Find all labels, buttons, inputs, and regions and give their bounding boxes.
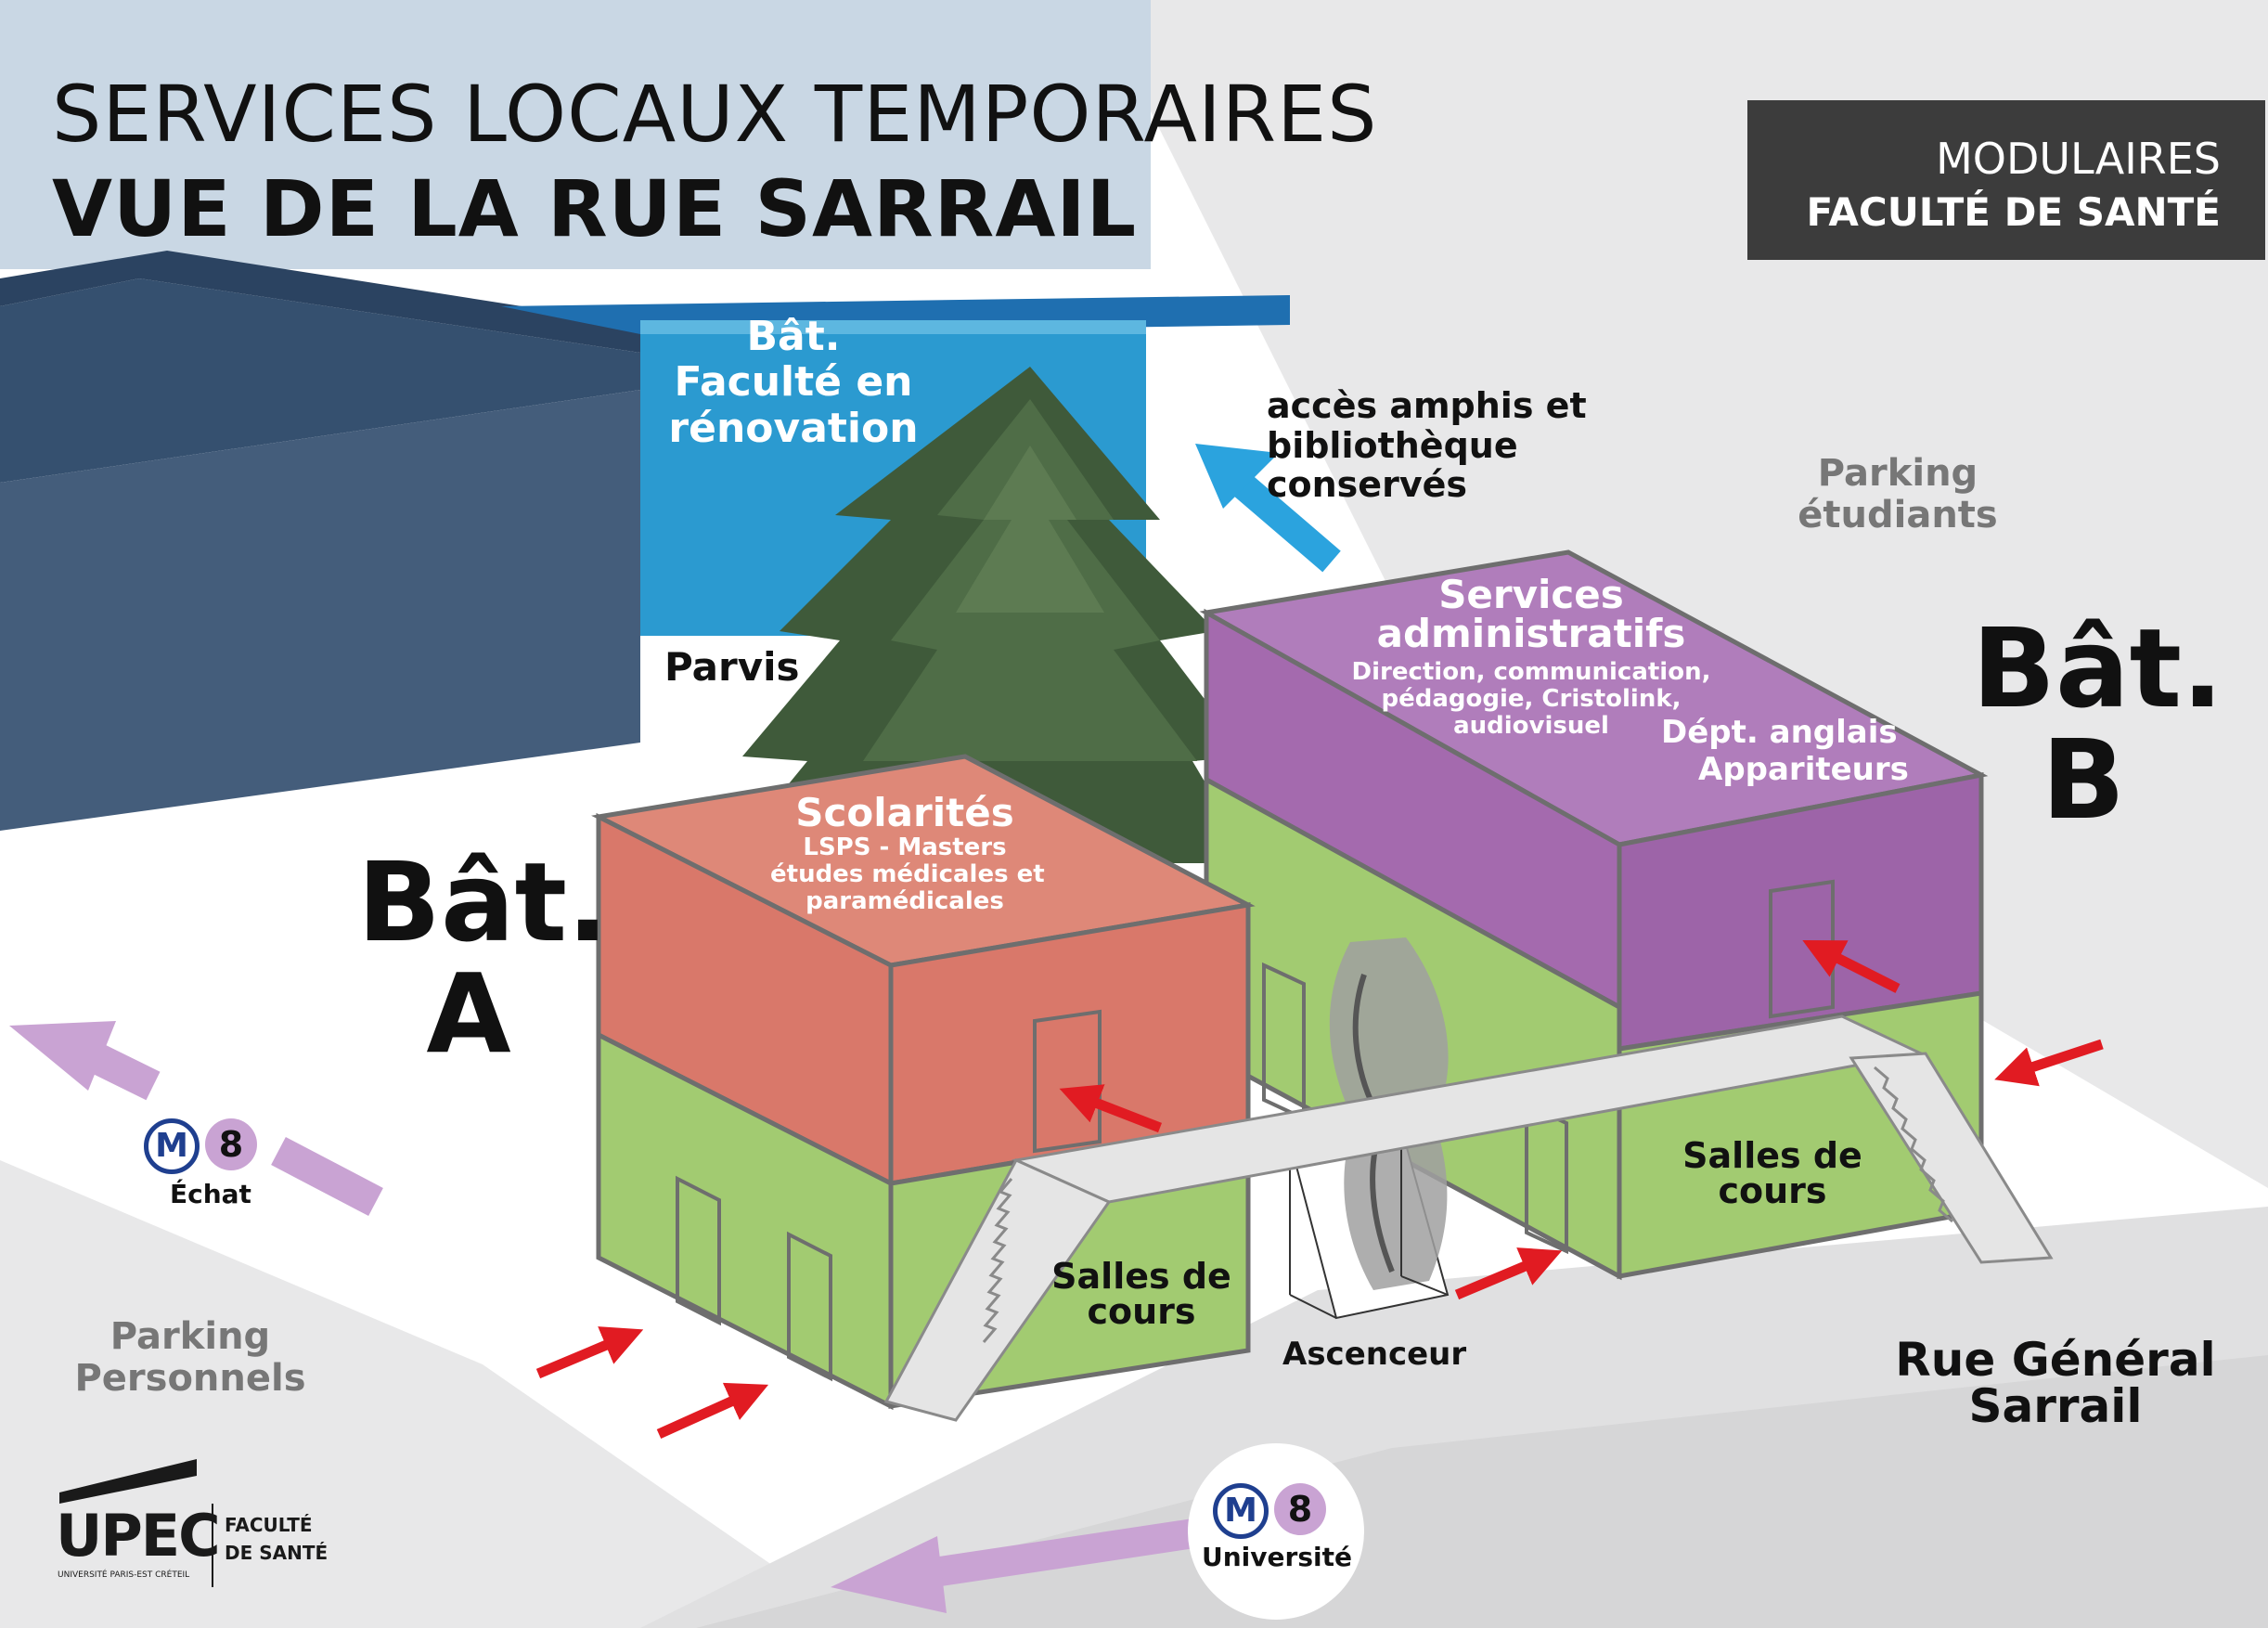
acces-label: accès amphis et bibliothèque conservés bbox=[1267, 386, 1587, 505]
dark-building-face bbox=[0, 390, 640, 831]
upec-logo-mark-icon bbox=[59, 1459, 197, 1504]
bat-b-line2: B bbox=[2042, 716, 2125, 845]
upec-tagline: UNIVERSITÉ PARIS-EST CRÉTEIL bbox=[58, 1570, 190, 1580]
rue-label: Rue Général Sarrail bbox=[1888, 1337, 2223, 1429]
parking-personnels-line2: Personnels bbox=[74, 1356, 306, 1400]
faculte-building-light bbox=[640, 320, 1146, 334]
salles-b-line2: cours bbox=[1718, 1170, 1827, 1211]
metro-echat: M 8 Échat bbox=[144, 1118, 283, 1221]
appariteurs-label: Appariteurs bbox=[1698, 751, 1909, 788]
metro-echat-arrow bbox=[9, 1021, 383, 1217]
dark-building-roof-line bbox=[0, 251, 640, 353]
parking-etudiants-line2: étudiants bbox=[1798, 493, 1998, 536]
entry-arrow bbox=[535, 1326, 644, 1379]
logo-faculty-line1: FACULTÉ bbox=[225, 1514, 313, 1536]
bat-a-line2: A bbox=[426, 950, 511, 1079]
rue-line1: Rue Général bbox=[1895, 1333, 2216, 1387]
salles-a-label: Salles de cours bbox=[1044, 1259, 1239, 1329]
page-title-line2: VUE DE LA RUE SARRAIL bbox=[52, 163, 1138, 254]
parking-etudiants-line1: Parking bbox=[1817, 452, 1978, 495]
badge-line2: FACULTÉ DE SANTÉ bbox=[1806, 189, 2222, 235]
rue-line2: Sarrail bbox=[1968, 1379, 2143, 1433]
entry-arrow bbox=[656, 1382, 769, 1440]
salles-b-label: Salles de cours bbox=[1675, 1138, 1870, 1208]
parvis-label: Parvis bbox=[664, 644, 800, 690]
scolarites-line3: paramédicales bbox=[805, 887, 1004, 916]
services-title-line1: Services bbox=[1438, 572, 1624, 617]
salles-b-line1: Salles de bbox=[1682, 1135, 1862, 1176]
metro-echat-station: Échat bbox=[170, 1179, 251, 1209]
scolarites-label: Scolarités LSPS - Masters études médical… bbox=[770, 790, 1045, 916]
entry-arrow bbox=[1059, 1084, 1162, 1133]
access-arrow bbox=[1195, 444, 1341, 573]
entry-arrow bbox=[1802, 940, 1901, 993]
faculte-label-line3: rénovation bbox=[668, 404, 919, 452]
walkway bbox=[883, 1014, 2054, 1422]
bat-b-line1: Bât. bbox=[1972, 604, 2223, 732]
services-label: Services administratifs Direction, commu… bbox=[1346, 575, 1717, 740]
upec-logo: UPEC UNIVERSITÉ PARIS-EST CRÉTEIL FACULT… bbox=[56, 1457, 334, 1596]
dept-anglais-label: Dépt. anglais bbox=[1661, 714, 1898, 751]
badge-line1: MODULAIRES bbox=[1936, 134, 2221, 184]
dark-building-top bbox=[0, 278, 640, 483]
entry-arrow bbox=[1454, 1247, 1563, 1300]
parking-personnels-label: Parking Personnels bbox=[74, 1316, 306, 1400]
header-band bbox=[0, 0, 1151, 269]
ascenceur-label: Ascenceur bbox=[1282, 1336, 1467, 1373]
modulaires-badge: MODULAIRES FACULTÉ DE SANTÉ bbox=[1747, 100, 2265, 260]
logo-divider bbox=[212, 1504, 213, 1587]
parking-etudiants-label: Parking étudiants bbox=[1777, 453, 2018, 536]
bat-a-line1: Bât. bbox=[357, 838, 609, 966]
metro-line-8-icon: 8 bbox=[205, 1118, 257, 1170]
header-band-inner bbox=[0, 0, 1151, 269]
scolarites-line1: LSPS - Masters bbox=[803, 833, 1007, 862]
bat-a-label: Bât. A bbox=[357, 838, 609, 1079]
metro-universite: M 8 Université bbox=[1202, 1483, 1360, 1585]
services-line1: Direction, communication, bbox=[1351, 658, 1711, 686]
metro-line-8-icon: 8 bbox=[1274, 1483, 1326, 1535]
metro-m-icon: M bbox=[144, 1118, 200, 1174]
page-title-line1: SERVICES LOCAUX TEMPORAIRES bbox=[52, 69, 1378, 160]
faculte-label-line1: Bât. bbox=[746, 313, 841, 360]
bat-b-label: Bât. B bbox=[1972, 604, 2223, 845]
acces-label-line3: conservés bbox=[1267, 464, 1467, 506]
scolarites-title: Scolarités bbox=[795, 790, 1014, 835]
salles-a-line2: cours bbox=[1087, 1291, 1196, 1332]
entry-arrow bbox=[1994, 1039, 2104, 1087]
salles-a-line1: Salles de bbox=[1051, 1256, 1231, 1297]
tree bbox=[724, 367, 1253, 863]
services-line3: audiovisuel bbox=[1453, 712, 1609, 741]
services-title-line2: administratifs bbox=[1376, 611, 1686, 656]
faculte-label-line2: Faculté en bbox=[674, 358, 913, 407]
parking-personnels-area bbox=[0, 1160, 863, 1628]
scolarites-line2: études médicales et bbox=[770, 860, 1045, 889]
acces-label-line1: accès amphis et bbox=[1267, 385, 1587, 426]
metro-m-icon: M bbox=[1213, 1483, 1269, 1539]
parking-personnels-line1: Parking bbox=[110, 1315, 271, 1358]
logo-faculty-line2: DE SANTÉ bbox=[225, 1542, 329, 1564]
services-line2: pédagogie, Cristolink, bbox=[1381, 685, 1682, 714]
metro-universite-arrow bbox=[831, 1517, 1209, 1613]
metro-universite-station: Université bbox=[1202, 1542, 1352, 1572]
upec-wordmark: UPEC bbox=[56, 1502, 221, 1570]
entry-arrows bbox=[535, 940, 2104, 1440]
acces-label-line2: bibliothèque bbox=[1267, 424, 1518, 466]
faculte-label: Bât. Faculté en rénovation bbox=[650, 314, 937, 451]
